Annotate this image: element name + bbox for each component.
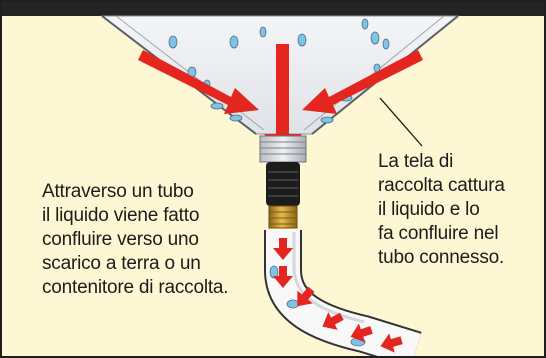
- flow-arrows-cloth: [138, 44, 423, 158]
- caption-collection-cloth: La tela di raccolta cattura il liquido e…: [378, 151, 505, 268]
- brass-fitting: [268, 205, 298, 229]
- cloth-droplets: [168, 18, 390, 124]
- caption-drain-hose: Attraverso un tubo il liquido viene fatt…: [42, 181, 229, 298]
- callout-leader-line: [379, 97, 423, 147]
- threaded-neck: [259, 135, 307, 163]
- flow-arrows-hose: [273, 238, 403, 353]
- hose-connector: [266, 162, 300, 206]
- top-bar: [2, 2, 544, 16]
